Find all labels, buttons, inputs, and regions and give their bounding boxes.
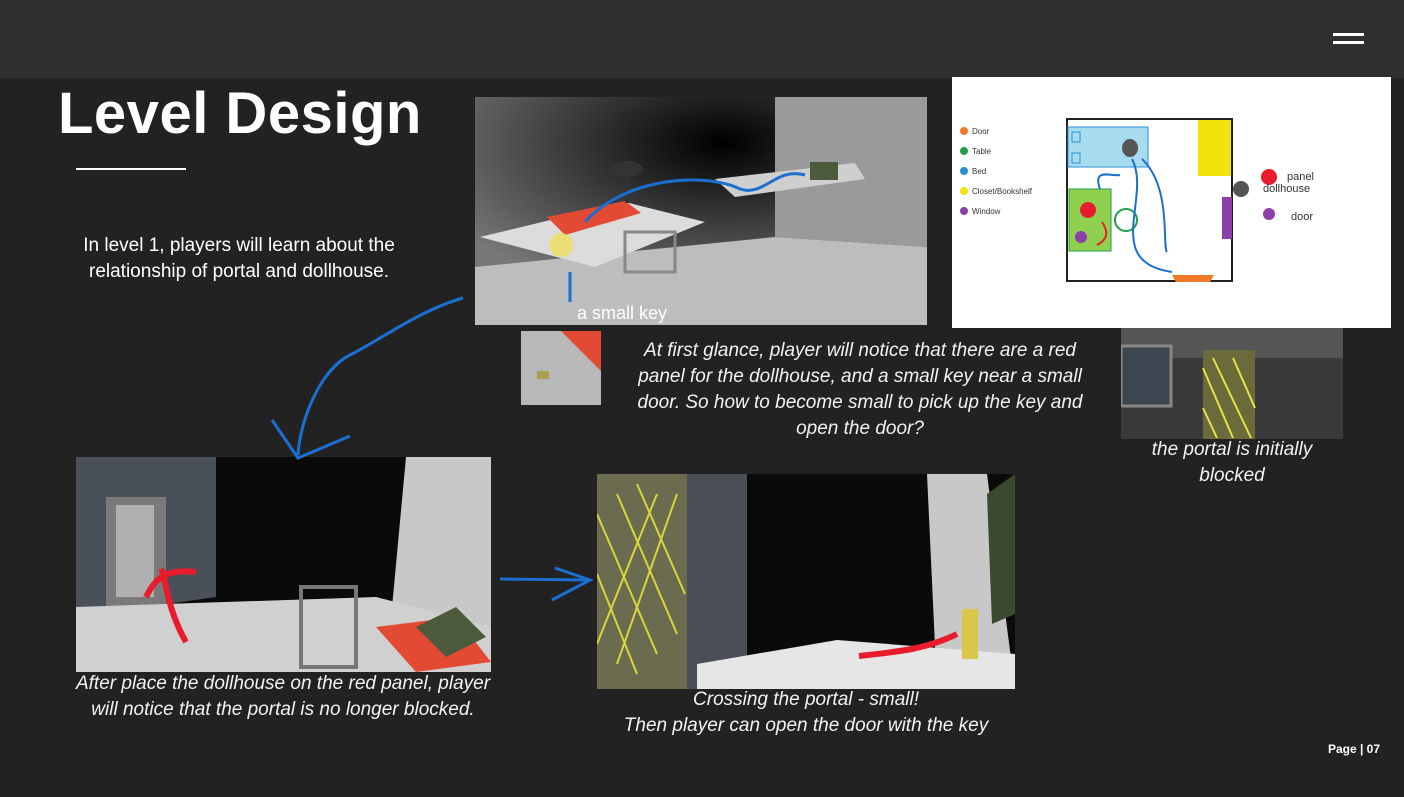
blocked-portal-caption: the portal is initially blocked xyxy=(1151,439,1313,486)
legend-dot-bed xyxy=(960,167,968,175)
top-bar xyxy=(0,0,1404,78)
map-label-dollhouse: dollhouse xyxy=(1263,183,1310,195)
room-overview-screenshot: a small key xyxy=(475,97,927,325)
intro-text: In level 1, players will learn about the… xyxy=(83,235,395,282)
legend-label-bed: Bed xyxy=(972,167,986,176)
page-title: Level Design xyxy=(58,81,422,146)
legend-label-door: Door xyxy=(972,127,990,136)
dollhouse-placed-caption: After place the dollhouse on the red pan… xyxy=(75,673,491,720)
dollhouse-placed-screenshot xyxy=(76,457,491,672)
first-glance-text: At first glance, player will notice that… xyxy=(637,340,1083,439)
page-number: Page | 07 xyxy=(1327,742,1380,756)
map-label-panel: panel xyxy=(1287,171,1314,183)
map-label-door: door xyxy=(1291,211,1313,223)
hamburger-menu-icon[interactable] xyxy=(1333,33,1364,45)
blocked-portal-screenshot xyxy=(1121,328,1343,439)
crossing-caption-line2: Then player can open the door with the k… xyxy=(623,715,989,736)
legend-label-closet-bookshelf: Closet/Bookshelf xyxy=(972,187,1033,196)
small-key-closeup xyxy=(521,331,601,405)
crossing-portal-screenshot xyxy=(597,474,1015,689)
legend-dot-door xyxy=(960,127,968,135)
legend-label-table: Table xyxy=(972,147,992,156)
legend-dot-table xyxy=(960,147,968,155)
small-key-label: a small key xyxy=(577,303,668,323)
title-underline xyxy=(76,168,186,170)
legend-label-window: Window xyxy=(972,207,1001,216)
legend-dot-window xyxy=(960,207,968,215)
crossing-caption-line1: Crossing the portal - small! xyxy=(693,689,919,710)
legend-dot-closet-bookshelf xyxy=(960,187,968,195)
